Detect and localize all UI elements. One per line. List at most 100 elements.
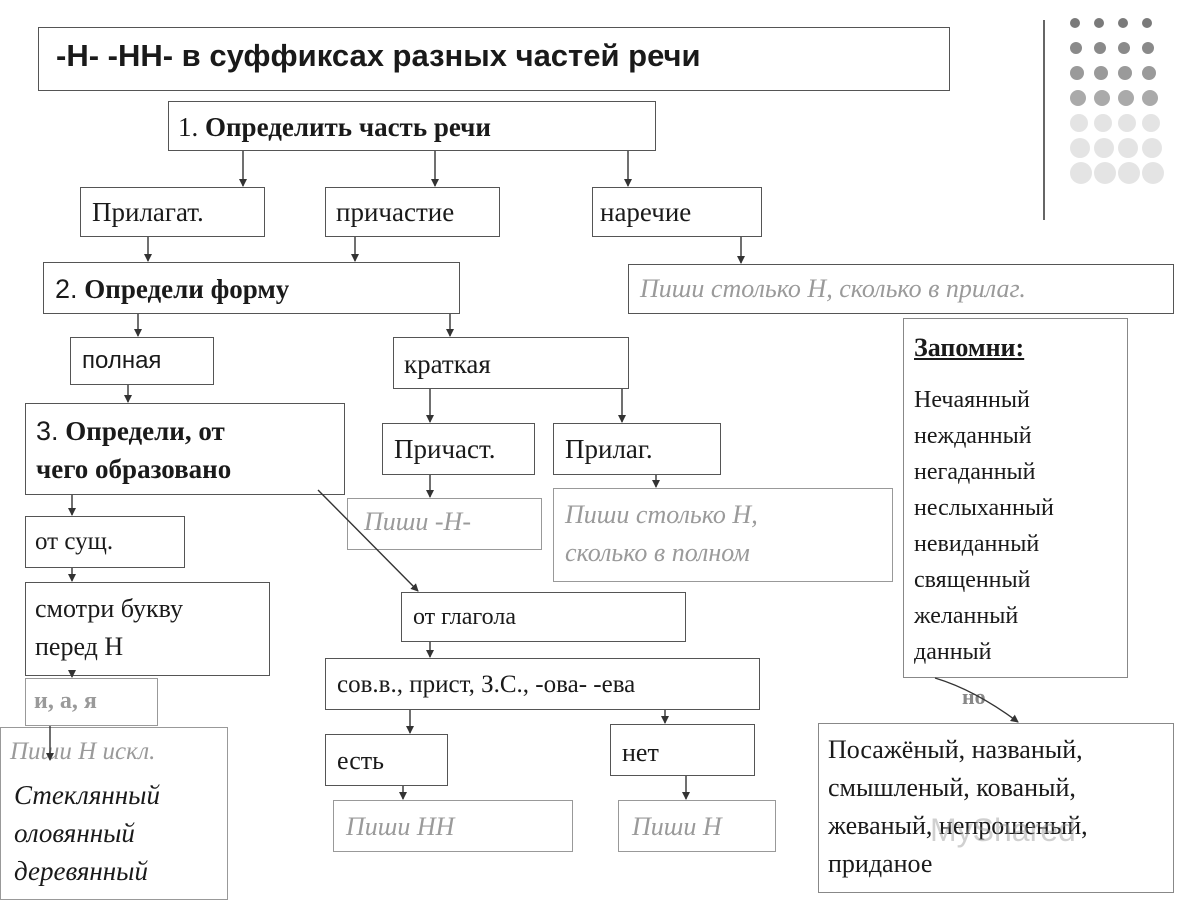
letters-box	[25, 678, 158, 726]
decorative-dot	[1070, 66, 1084, 80]
step3-line1-text: Определи, от	[65, 416, 225, 446]
full-form-box	[70, 337, 214, 385]
decorative-dots	[1070, 18, 1180, 198]
step1-text: Определить часть речи	[205, 112, 491, 142]
participle-box	[325, 187, 500, 237]
from-verb-box	[401, 592, 686, 642]
short-form-label: краткая	[404, 349, 491, 379]
decorative-dot	[1142, 162, 1164, 184]
decorative-dot	[1118, 66, 1132, 80]
step3-line1: 3. Определи, от	[36, 416, 225, 447]
decorative-dot	[1094, 18, 1104, 28]
noun-rule: Пиши Н искл.	[10, 738, 156, 765]
decorative-dot	[1094, 66, 1108, 80]
decorative-dot	[1118, 42, 1130, 54]
decorative-dot	[1118, 90, 1134, 106]
remember-word: негаданный	[914, 459, 1036, 485]
short-adjective-label: Прилаг.	[565, 434, 653, 464]
step1-num: 1.	[178, 112, 199, 142]
short-form-box	[393, 337, 629, 389]
decorative-dot	[1070, 90, 1086, 106]
no-rule-box	[618, 800, 776, 852]
participle-label: причастие	[336, 197, 455, 227]
look-letter-line2: перед Н	[35, 632, 124, 661]
step1-label: 1. Определить часть речи	[178, 112, 491, 143]
step3-line2: чего образовано	[36, 454, 232, 484]
decorative-dot	[1142, 18, 1152, 28]
decorative-dot	[1142, 114, 1160, 132]
decorative-dot	[1142, 138, 1162, 158]
decorative-dot	[1118, 138, 1138, 158]
noun-exception-1: Стеклянный	[14, 780, 160, 810]
step1-box	[168, 101, 656, 151]
yes-rule: Пиши НН	[346, 812, 455, 841]
watermark: MyShared	[930, 812, 1076, 848]
adj-label: Прилагат.	[92, 197, 204, 227]
remember-exception-line: смышленый, кованый,	[828, 773, 1076, 802]
arrow-remember-exceptions	[934, 677, 1019, 723]
decorative-dot	[1142, 90, 1158, 106]
decorative-dot	[1070, 42, 1082, 54]
adverb-rule: Пиши столько Н, сколько в прилаг.	[640, 274, 1026, 303]
decorative-dot	[1142, 42, 1154, 54]
look-letter-line1: смотри букву	[35, 594, 184, 623]
short-adjective-rule-box	[553, 488, 893, 582]
step2-box	[43, 262, 460, 314]
remember-box	[903, 318, 1128, 678]
remember-word: нежданный	[914, 423, 1032, 449]
remember-word: священный	[914, 567, 1031, 593]
short-adjective-rule-line2: сколько в полном	[565, 538, 750, 567]
page-title: -Н- -НН- в суффиксах разных частей речи	[56, 38, 701, 73]
arrow-step3-verb	[317, 489, 419, 592]
decorative-dot	[1118, 18, 1128, 28]
decorative-dot	[1094, 138, 1114, 158]
no-label: нет	[622, 738, 659, 767]
yes-box	[325, 734, 448, 786]
short-participle-rule: Пиши -Н-	[364, 507, 471, 536]
decorative-dot	[1118, 162, 1140, 184]
step2-text: Определи форму	[84, 274, 290, 304]
decorative-dot	[1070, 162, 1092, 184]
from-noun-label: от сущ.	[35, 528, 114, 555]
criteria-label: сов.в., прист, З.С., -ова- -ева	[337, 671, 636, 698]
decorative-dot	[1094, 114, 1112, 132]
criteria-box	[325, 658, 760, 710]
yes-label: есть	[337, 746, 384, 775]
decorative-dot	[1070, 138, 1090, 158]
decorative-dot	[1118, 114, 1136, 132]
noun-rule-box	[0, 727, 228, 900]
decorative-dot	[1142, 66, 1156, 80]
remember-exception-line: приданое	[828, 849, 933, 878]
title-box	[38, 27, 950, 91]
step3-num: 3.	[36, 416, 59, 446]
remember-exceptions-box	[818, 723, 1174, 893]
short-participle-box	[382, 423, 535, 475]
decorative-dot	[1094, 42, 1106, 54]
step2-label: 2. Определи форму	[55, 274, 289, 305]
remember-exception-line: жеваный, непрошеный,	[828, 811, 1088, 840]
noun-exception-2: оловянный	[14, 818, 135, 848]
full-form-label: полная	[82, 347, 162, 374]
remember-title: Запомни:	[914, 333, 1025, 362]
decorative-dot	[1070, 18, 1080, 28]
noun-exception-3: деревянный	[14, 856, 148, 886]
letters-label: и, а, я	[34, 688, 97, 714]
from-verb-label: от глагола	[413, 604, 516, 630]
adverb-label: наречие	[600, 197, 692, 227]
adj-box	[80, 187, 265, 237]
short-participle-rule-box	[347, 498, 542, 550]
adverb-box	[592, 187, 762, 237]
remember-word: Нечаянный	[914, 387, 1030, 413]
short-participle-label: Причаст.	[394, 434, 496, 464]
look-letter-box	[25, 582, 270, 676]
remember-word: неслыханный	[914, 495, 1054, 521]
decorative-dot	[1094, 90, 1110, 106]
remember-word: данный	[914, 639, 992, 665]
yes-rule-box	[333, 800, 573, 852]
step3-box	[25, 403, 345, 495]
remember-word: желанный	[914, 603, 1019, 629]
no-rule: Пиши Н	[632, 812, 722, 841]
step2-num: 2.	[55, 274, 78, 304]
short-adjective-rule-line1: Пиши столько Н,	[565, 500, 758, 529]
